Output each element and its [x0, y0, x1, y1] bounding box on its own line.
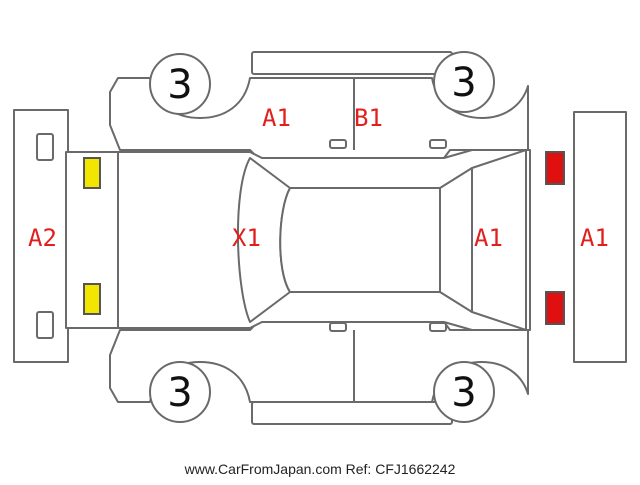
tire-rear-right: 3: [433, 361, 495, 423]
rear-lamp-left: [545, 151, 565, 185]
left-roof-rail: [251, 51, 453, 75]
tire-rear-right-number: 3: [451, 370, 476, 416]
tire-rear-left: 3: [433, 51, 495, 113]
tire-front-right: 3: [149, 361, 211, 423]
tire-front-right-number: 3: [167, 370, 192, 416]
right-side-panel: [109, 321, 529, 403]
front-lamp-right: [83, 283, 101, 315]
right-roof-rail: [251, 401, 453, 425]
code-tailgate: A1: [474, 224, 503, 252]
footer-reference: www.CarFromJapan.com Ref: CFJ1662242: [184, 461, 456, 477]
code-rear-bumper: A1: [580, 224, 609, 252]
body-top-view: [65, 149, 531, 331]
rear-bumper: [573, 111, 627, 363]
code-hood: X1: [232, 224, 261, 252]
front-bumper: [13, 109, 69, 363]
code-front-bumper: A2: [28, 224, 57, 252]
front-lamp-left: [83, 157, 101, 189]
rear-lamp-right: [545, 291, 565, 325]
tire-front-left: 3: [149, 53, 211, 115]
code-left-rear-door: B1: [354, 104, 383, 132]
code-left-front-door: A1: [262, 104, 291, 132]
tire-front-left-number: 3: [167, 62, 192, 108]
tire-rear-left-number: 3: [451, 60, 476, 106]
